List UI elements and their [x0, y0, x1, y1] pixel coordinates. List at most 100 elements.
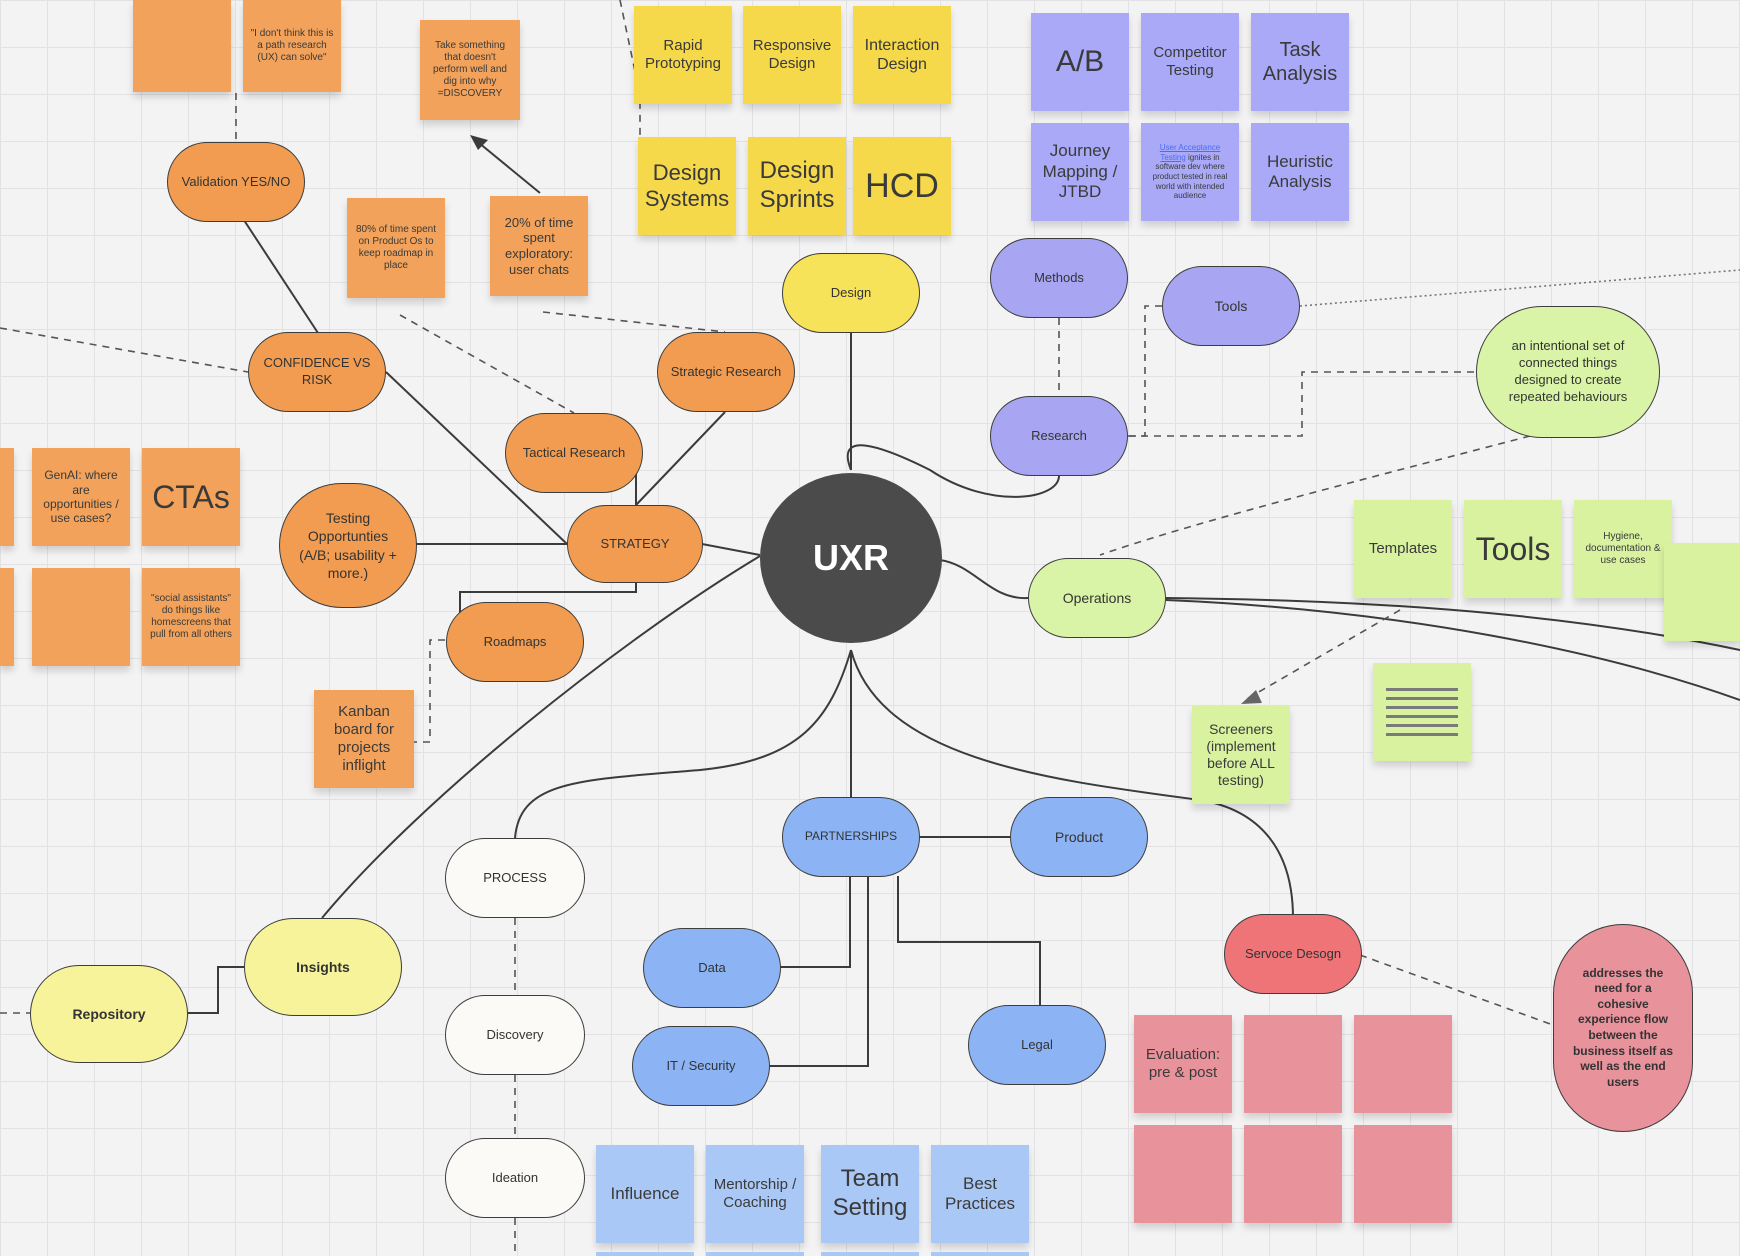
- sticky-heuristic-analysis[interactable]: Heuristic Analysis: [1251, 123, 1349, 221]
- node-label: PARTNERSHIPS: [804, 829, 898, 844]
- connector-partnerships-it: [768, 876, 869, 1067]
- sticky-lined-note[interactable]: [1373, 663, 1471, 761]
- connector-uxr-service: [850, 649, 1294, 919]
- sticky-text: Hygiene, documentation & use cases: [1585, 531, 1661, 566]
- node-label: Servoce Desogn: [1244, 945, 1342, 961]
- pink-sticky-blank-3[interactable]: [1134, 1125, 1232, 1223]
- sticky-text: Responsive Design: [752, 37, 832, 72]
- sticky-tools-big[interactable]: Tools: [1464, 500, 1562, 598]
- sticky-text: Design Sprints: [759, 157, 835, 213]
- connector-insights-repository: [188, 966, 244, 1014]
- node-label: Ideation: [491, 1169, 539, 1185]
- sticky-hcd[interactable]: HCD: [853, 137, 951, 235]
- node-ideation[interactable]: Ideation: [445, 1138, 585, 1218]
- sticky-templates[interactable]: Templates: [1354, 500, 1452, 598]
- orange-sticky-blank-mid[interactable]: [32, 568, 130, 666]
- node-research[interactable]: Research: [990, 396, 1128, 476]
- pink-sticky-blank-2[interactable]: [1354, 1015, 1452, 1113]
- sticky-twenty-percent[interactable]: 20% of time spent exploratory: user chat…: [490, 196, 588, 296]
- node-label: an intentional set of connected things d…: [1508, 338, 1628, 404]
- sticky-evaluation[interactable]: Evaluation: pre & post: [1134, 1015, 1232, 1113]
- sticky-social-assistants[interactable]: "social assistants" do things like homes…: [142, 568, 240, 666]
- blue-sticky-edge-1[interactable]: [596, 1252, 694, 1256]
- sticky-team-setting[interactable]: Team Setting: [821, 1145, 919, 1243]
- connector-uxr-insights: [321, 555, 761, 919]
- sticky-design-systems[interactable]: Design Systems: [638, 137, 736, 235]
- node-methods[interactable]: Methods: [990, 238, 1128, 318]
- connector-strategy-strategic: [635, 411, 726, 506]
- sticky-task-analysis[interactable]: Task Analysis: [1251, 13, 1349, 111]
- node-strategy[interactable]: STRATEGY: [567, 505, 703, 583]
- sticky-text: Templates: [1368, 540, 1438, 557]
- node-label: Roadmaps: [483, 633, 547, 649]
- sticky-text: 80% of time spent on Product Os to keep …: [355, 224, 437, 271]
- node-service-design[interactable]: Servoce Desogn: [1224, 914, 1362, 994]
- sticky-influence[interactable]: Influence: [596, 1145, 694, 1243]
- sticky-quote-path[interactable]: "I don't think this is a path research (…: [243, 0, 341, 92]
- green-sticky-edge[interactable]: [1664, 543, 1740, 641]
- sticky-text: Influence: [610, 1183, 680, 1203]
- sticky-text: Interaction Design: [864, 36, 940, 73]
- sticky-text: Best Practices: [945, 1173, 1015, 1213]
- blue-sticky-edge-3[interactable]: [821, 1252, 919, 1256]
- sticky-text: Journey Mapping / JTBD: [1042, 141, 1118, 202]
- orange-sticky-blank-top[interactable]: [133, 0, 231, 92]
- sticky-ab[interactable]: A/B: [1031, 13, 1129, 111]
- orange-sticky-edge-1[interactable]: [0, 448, 14, 546]
- node-uxr-center[interactable]: UXR: [760, 473, 942, 643]
- sticky-user-acceptance[interactable]: User Acceptance Testing ignites in softw…: [1141, 123, 1239, 221]
- sticky-responsive-design[interactable]: Responsive Design: [743, 6, 841, 104]
- node-tactical-research[interactable]: Tactical Research: [505, 413, 643, 493]
- node-service-design-note[interactable]: addresses the need for a cohesive experi…: [1553, 924, 1693, 1132]
- dotted-tools-right: [1299, 269, 1740, 307]
- pink-sticky-blank-5[interactable]: [1354, 1125, 1452, 1223]
- sticky-text: HCD: [865, 166, 939, 205]
- sticky-take-something[interactable]: Take something that doesn't perform well…: [420, 20, 520, 120]
- sticky-rapid-prototyping[interactable]: Rapid Prototyping: [634, 6, 732, 104]
- node-it-security[interactable]: IT / Security: [632, 1026, 770, 1106]
- node-process[interactable]: PROCESS: [445, 838, 585, 918]
- blue-sticky-edge-2[interactable]: [706, 1252, 804, 1256]
- sticky-interaction-design[interactable]: Interaction Design: [853, 6, 951, 104]
- sticky-journey-mapping[interactable]: Journey Mapping / JTBD: [1031, 123, 1129, 221]
- text-line: [1386, 697, 1458, 700]
- node-repository[interactable]: Repository: [30, 965, 188, 1063]
- node-validation[interactable]: Validation YES/NO: [167, 142, 305, 222]
- node-partnerships[interactable]: PARTNERSHIPS: [782, 797, 920, 877]
- node-insights[interactable]: Insights: [244, 918, 402, 1016]
- node-data[interactable]: Data: [643, 928, 781, 1008]
- node-operations[interactable]: Operations: [1028, 558, 1166, 638]
- sticky-text: Evaluation: pre & post: [1145, 1046, 1221, 1081]
- node-tools[interactable]: Tools: [1162, 266, 1300, 346]
- blue-sticky-edge-4[interactable]: [931, 1252, 1029, 1256]
- node-strategic-research[interactable]: Strategic Research: [657, 332, 795, 412]
- sticky-competitor-testing[interactable]: Competitor Testing: [1141, 13, 1239, 111]
- sticky-best-practices[interactable]: Best Practices: [931, 1145, 1029, 1243]
- node-product[interactable]: Product: [1010, 797, 1148, 877]
- user-acceptance-link[interactable]: User Acceptance Testing: [1159, 143, 1221, 162]
- node-systems-definition[interactable]: an intentional set of connected things d…: [1476, 306, 1660, 438]
- node-legal[interactable]: Legal: [968, 1005, 1106, 1085]
- sticky-genai[interactable]: GenAI: where are opportunities / use cas…: [32, 448, 130, 546]
- sticky-eighty-percent[interactable]: 80% of time spent on Product Os to keep …: [347, 198, 445, 298]
- sticky-screeners[interactable]: Screeners (implement before ALL testing): [1192, 706, 1290, 804]
- arrowhead-take: [470, 135, 488, 150]
- orange-sticky-edge-2[interactable]: [0, 568, 14, 666]
- node-testing-opportunities[interactable]: Testing Opportunties (A/B; usability + m…: [279, 483, 417, 608]
- node-roadmaps[interactable]: Roadmaps: [446, 602, 584, 682]
- sticky-hygiene[interactable]: Hygiene, documentation & use cases: [1574, 500, 1672, 598]
- sticky-ctas[interactable]: CTAs: [142, 448, 240, 546]
- sticky-design-sprints[interactable]: Design Sprints: [748, 137, 846, 235]
- pink-sticky-blank-4[interactable]: [1244, 1125, 1342, 1223]
- node-confidence-vs-risk[interactable]: CONFIDENCE VS RISK: [248, 332, 386, 412]
- sticky-text: "social assistants" do things like homes…: [150, 593, 232, 640]
- connector-operations-right1: [1165, 597, 1740, 651]
- sticky-kanban[interactable]: Kanban board for projects inflight: [314, 690, 414, 788]
- node-design[interactable]: Design: [782, 253, 920, 333]
- sticky-mentorship[interactable]: Mentorship / Coaching: [706, 1145, 804, 1243]
- connector-strategy-confidence: [385, 371, 568, 545]
- node-discovery[interactable]: Discovery: [445, 995, 585, 1075]
- user-acceptance-text: ignites in software dev where product te…: [1152, 152, 1228, 201]
- pink-sticky-blank-1[interactable]: [1244, 1015, 1342, 1113]
